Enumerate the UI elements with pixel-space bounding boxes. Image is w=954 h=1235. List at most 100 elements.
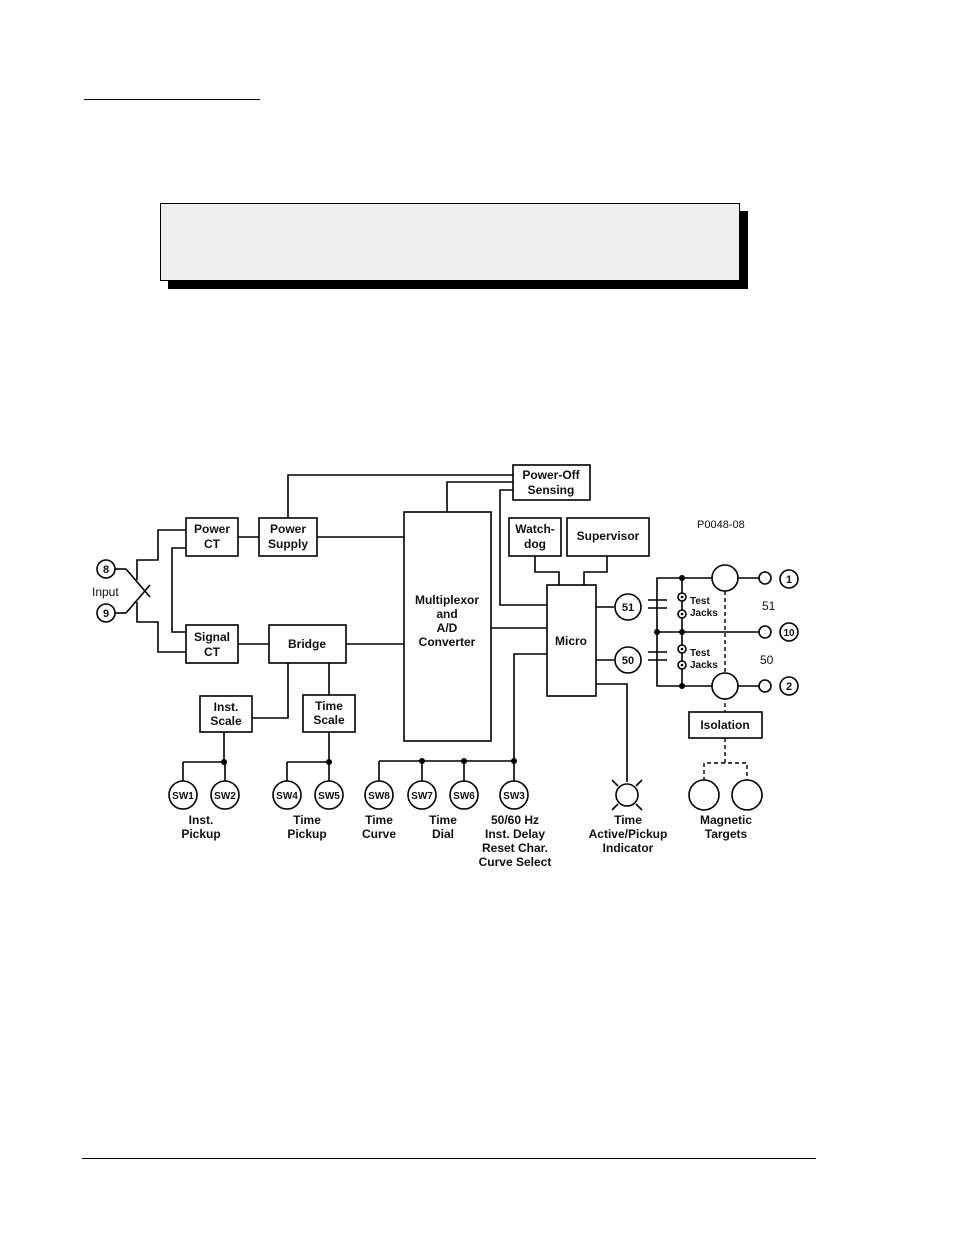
test-jacks-50: Test Jacks [677, 644, 718, 671]
terminal-2: 2 [779, 676, 799, 696]
label-inst-pickup: Inst. Pickup [181, 813, 220, 841]
svg-text:SW2: SW2 [214, 791, 236, 802]
switch-sw7: SW7 [407, 780, 437, 810]
terminal-9: 9 [96, 603, 116, 623]
output-51: 51 [614, 593, 642, 621]
svg-text:Watch-: Watch- [515, 522, 555, 536]
svg-text:SW1: SW1 [172, 791, 194, 802]
svg-text:SW3: SW3 [503, 791, 525, 802]
isolation-block: Isolation [688, 711, 763, 739]
test-jacks-51: Test Jacks [677, 592, 718, 619]
svg-text:CT: CT [204, 645, 221, 659]
terminal-1: 1 [779, 569, 799, 589]
watchdog-block: Watch- dog [508, 517, 562, 557]
switch-sw3: SW3 [499, 780, 529, 810]
svg-text:Sensing: Sensing [528, 483, 575, 497]
svg-text:8: 8 [103, 564, 109, 576]
svg-text:9: 9 [103, 608, 109, 620]
label-indicator: Time Active/Pickup Indicator [589, 813, 668, 855]
magnetic-target-1 [688, 779, 720, 811]
micro-block: Micro [546, 584, 597, 697]
header-rule [84, 99, 260, 100]
svg-text:SW6: SW6 [453, 791, 475, 802]
svg-text:Scale: Scale [210, 714, 242, 728]
svg-text:Signal: Signal [194, 630, 230, 644]
magnetic-target-2 [731, 779, 763, 811]
svg-text:Dial: Dial [432, 827, 454, 841]
svg-text:Time: Time [293, 813, 321, 827]
svg-text:Time: Time [315, 699, 343, 713]
switch-sw5: SW5 [314, 780, 344, 810]
relay-coil-top [711, 564, 739, 592]
svg-text:51: 51 [622, 602, 634, 614]
svg-text:Magnetic: Magnetic [700, 813, 752, 827]
svg-text:Indicator: Indicator [603, 841, 654, 855]
svg-text:Time: Time [429, 813, 457, 827]
svg-text:1: 1 [786, 574, 792, 586]
terminal-ring-10 [758, 625, 772, 639]
svg-text:Bridge: Bridge [288, 637, 326, 651]
power-ct-block: Power CT [185, 517, 239, 557]
supervisor-block: Supervisor [566, 517, 650, 557]
svg-text:Inst.: Inst. [189, 813, 214, 827]
terminal-10: 10 [779, 622, 799, 642]
svg-text:Scale: Scale [313, 713, 345, 727]
multiplexor-block: Multiplexor and A/D Converter [403, 511, 492, 742]
label-time-pickup: Time Pickup [287, 813, 326, 841]
svg-text:2: 2 [786, 681, 792, 693]
svg-text:Test: Test [690, 648, 710, 659]
svg-text:Targets: Targets [705, 827, 748, 841]
svg-text:Inst. Delay: Inst. Delay [485, 827, 545, 841]
svg-text:50: 50 [622, 655, 634, 667]
svg-text:Converter: Converter [419, 635, 476, 649]
side-label-51: 51 [762, 599, 776, 613]
side-label-50: 50 [760, 653, 774, 667]
svg-text:CT: CT [204, 537, 221, 551]
label-time-curve: Time Curve [362, 813, 396, 841]
svg-text:Pickup: Pickup [287, 827, 326, 841]
svg-text:SW4: SW4 [276, 791, 298, 802]
svg-text:Curve: Curve [362, 827, 396, 841]
footer-rule [82, 1158, 816, 1159]
svg-text:SW7: SW7 [411, 791, 433, 802]
label-magnetic-targets: Magnetic Targets [700, 813, 752, 841]
svg-text:Jacks: Jacks [690, 608, 718, 619]
switch-sw8: SW8 [364, 780, 394, 810]
switch-sw2: SW2 [210, 780, 240, 810]
svg-text:SW8: SW8 [368, 791, 390, 802]
svg-text:SW5: SW5 [318, 791, 340, 802]
svg-text:A/D: A/D [437, 621, 458, 635]
inst-scale-block: Inst. Scale [199, 695, 253, 733]
svg-text:Power-Off: Power-Off [522, 468, 580, 482]
svg-text:Power: Power [194, 522, 230, 536]
note-box [160, 203, 740, 281]
terminal-8: 8 [96, 559, 116, 579]
power-supply-block: Power Supply [258, 517, 318, 557]
svg-text:Supervisor: Supervisor [577, 529, 640, 543]
svg-text:Power: Power [270, 522, 306, 536]
svg-text:Reset Char.: Reset Char. [482, 841, 548, 855]
label-time-dial: Time Dial [429, 813, 457, 841]
indicator-lamp-icon [611, 779, 643, 811]
svg-text:Pickup: Pickup [181, 827, 220, 841]
relay-coil-bottom [711, 672, 739, 700]
junction-dots [221, 575, 685, 765]
svg-text:Time: Time [365, 813, 393, 827]
svg-text:Inst.: Inst. [214, 700, 239, 714]
svg-text:Isolation: Isolation [700, 718, 749, 732]
input-label: Input [92, 585, 119, 599]
terminal-ring-2 [758, 679, 772, 693]
svg-text:Time: Time [614, 813, 642, 827]
time-scale-block: Time Scale [302, 694, 356, 733]
figure-id: P0048-08 [697, 519, 745, 531]
signal-ct-block: Signal CT [185, 624, 239, 664]
svg-text:Active/Pickup: Active/Pickup [589, 827, 668, 841]
bridge-block: Bridge [268, 624, 347, 664]
svg-text:Curve Select: Curve Select [479, 855, 552, 869]
svg-text:Supply: Supply [268, 537, 308, 551]
svg-text:and: and [436, 607, 457, 621]
switch-sw1: SW1 [168, 780, 198, 810]
svg-text:dog: dog [524, 537, 546, 551]
svg-text:Multiplexor: Multiplexor [415, 593, 479, 607]
